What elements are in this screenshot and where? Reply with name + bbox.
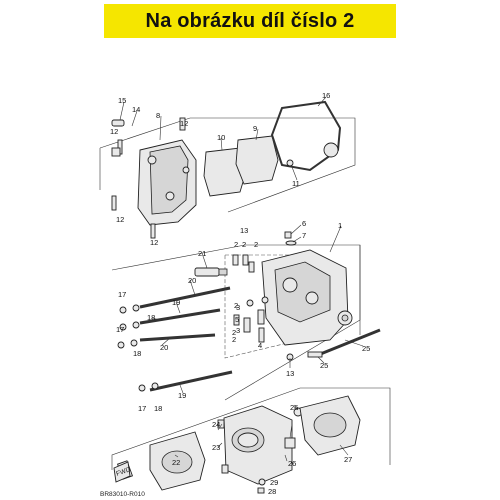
- callout-27: 27: [344, 455, 352, 464]
- callout-13-a: 13: [240, 226, 248, 235]
- gasket-plate-9: [235, 135, 279, 185]
- valve-parts: [232, 231, 297, 343]
- leader-lines: [119, 96, 364, 462]
- callout-25-b: 25: [320, 361, 328, 370]
- title-banner: Na obrázku díl číslo 2: [104, 4, 396, 38]
- cylinder-block: [217, 405, 303, 485]
- callout-24: 24: [212, 420, 220, 429]
- callout-23: 23: [212, 443, 220, 452]
- callout-4: 4: [258, 341, 262, 350]
- callout-3-a: 3: [236, 303, 240, 312]
- cylinder-head-frame: [111, 244, 361, 401]
- callout-12-a: 12: [180, 119, 188, 128]
- callout-2-c: 2: [254, 240, 258, 249]
- callout-16: 16: [322, 91, 330, 100]
- callout-5: 5: [235, 315, 239, 324]
- cover-bolts: [111, 117, 294, 239]
- callout-1: 1: [338, 221, 342, 230]
- callout-18-c: 18: [154, 404, 162, 413]
- callout-17-a: 17: [118, 290, 126, 299]
- callout-3-b: 3: [236, 326, 240, 335]
- callout-9: 9: [253, 124, 257, 133]
- cylinder-gasket-22: [149, 431, 206, 491]
- head-cover-frame: [99, 117, 356, 213]
- callout-29: 29: [270, 478, 278, 487]
- callout-25-a: 25: [362, 344, 370, 353]
- callout-7: 7: [302, 231, 306, 240]
- cylinder-head-cover: [137, 139, 197, 226]
- studs: [139, 286, 381, 392]
- callout-2-f: 2: [232, 328, 236, 337]
- callout-22: 22: [172, 458, 180, 467]
- diagram-code: BR83010-R010: [100, 491, 145, 498]
- callout-2-b: 2: [242, 240, 246, 249]
- callout-numbers: 15 14 8 12 12 10 9 16 11 12 12 13 6 7 1 …: [110, 91, 370, 496]
- callout-2-d: 2: [232, 335, 236, 344]
- callout-18-a: 18: [147, 313, 155, 322]
- callout-20-b: 20: [160, 343, 168, 352]
- callout-26-b: 26: [288, 459, 296, 468]
- callout-20-a: 20: [188, 276, 196, 285]
- fwd-label: FWD: [115, 466, 132, 478]
- callout-13-b: 13: [286, 369, 294, 378]
- callout-26-a: 26: [290, 403, 298, 412]
- cylinder-head: [261, 249, 353, 346]
- cover-gasket-16: [270, 100, 342, 172]
- callout-19-a: 19: [172, 298, 180, 307]
- cylinder-frame: [111, 387, 391, 470]
- spark-plug: [194, 267, 228, 277]
- callout-12-b: 12: [110, 127, 118, 136]
- callout-18-b: 18: [133, 349, 141, 358]
- callout-12-d: 12: [150, 238, 158, 247]
- callout-10: 10: [217, 133, 225, 142]
- callout-2-e: 2: [234, 301, 238, 310]
- head-gasket-27: [299, 395, 361, 456]
- callout-8: 8: [156, 111, 160, 120]
- callout-6: 6: [302, 219, 306, 228]
- callout-28: 28: [268, 487, 276, 496]
- callout-12-c: 12: [116, 215, 124, 224]
- callout-15: 15: [118, 96, 126, 105]
- callout-17-b: 17: [116, 325, 124, 334]
- callout-2-a: 2: [234, 240, 238, 249]
- callout-21: 21: [198, 249, 206, 258]
- callout-11: 11: [292, 179, 300, 188]
- callout-19-b: 19: [178, 391, 186, 400]
- washers-and-nuts: [117, 304, 294, 392]
- callout-17-c: 17: [138, 404, 146, 413]
- title-text: Na obrázku díl číslo 2: [145, 9, 355, 32]
- callout-14: 14: [132, 105, 140, 114]
- forward-direction-marker: FWD: [113, 461, 132, 483]
